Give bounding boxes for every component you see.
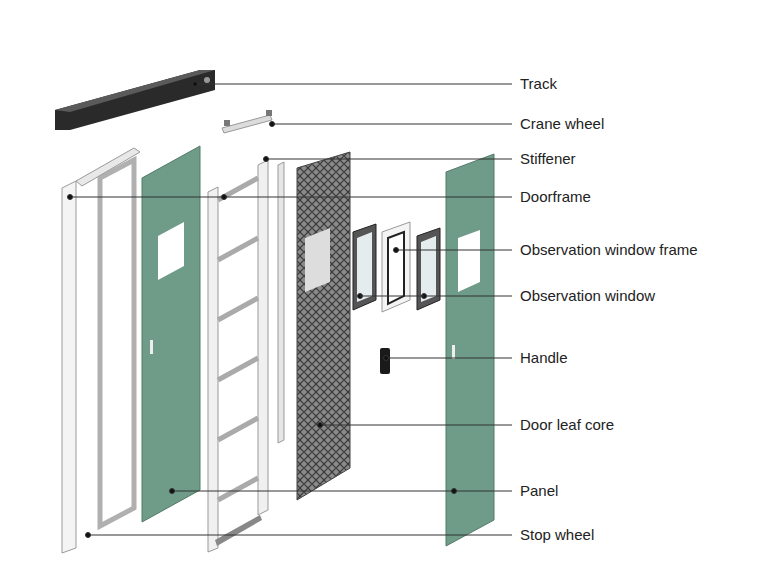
part-label: Door leaf core <box>520 416 614 434</box>
part-label: Stiffener <box>520 150 576 168</box>
part-label: Doorframe <box>520 188 591 206</box>
part-label: Stop wheel <box>520 526 594 544</box>
part-label: Panel <box>520 482 558 500</box>
part-label: Track <box>520 75 557 93</box>
part-label: Observation window <box>520 287 655 305</box>
part-label: Observation window frame <box>520 241 698 259</box>
part-label: Handle <box>520 349 568 367</box>
part-label: Crane wheel <box>520 115 604 133</box>
